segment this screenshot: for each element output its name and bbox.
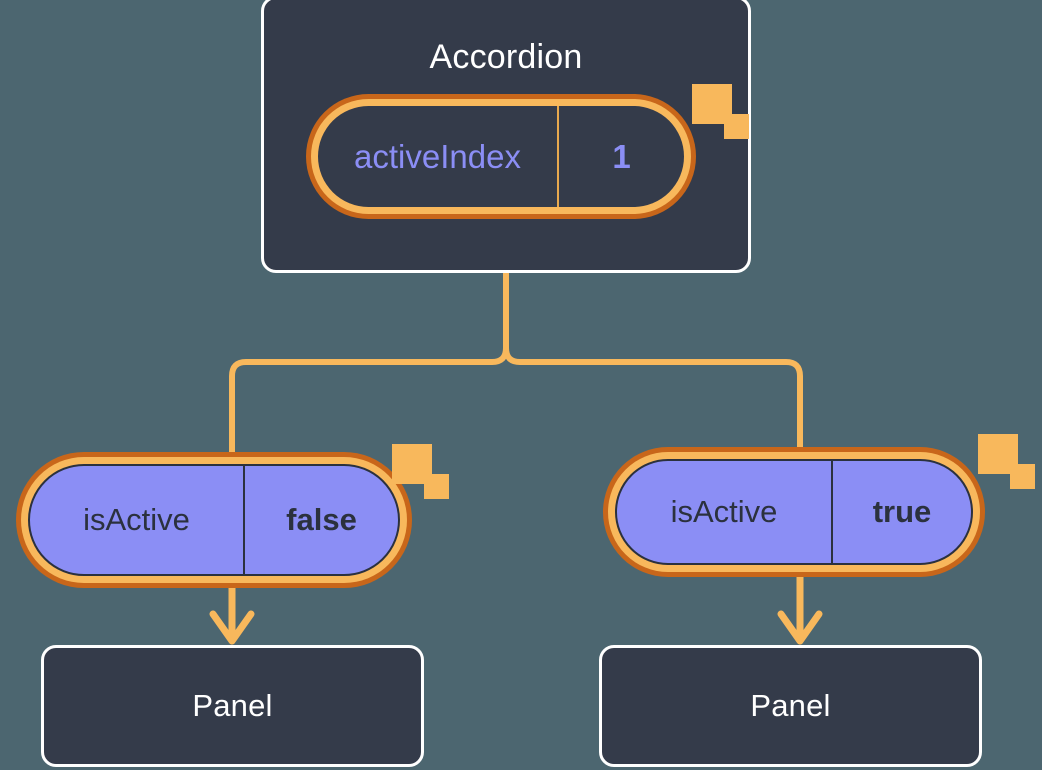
- sparkle-star-small: [1010, 464, 1035, 489]
- arrow-down-icon-left: [209, 610, 255, 645]
- panel-card-title: Panel: [192, 688, 273, 723]
- accordion-card-title: Accordion: [429, 38, 583, 76]
- connector-root-to-right: [503, 269, 803, 450]
- arrow-down-icon-right: [777, 610, 823, 645]
- sparkles-icon-right: [978, 434, 1042, 506]
- state-pill-inner-ring: activeIndex 1: [311, 99, 691, 214]
- state-value-label: true: [831, 461, 971, 563]
- state-pill-inner-ring: isActive true: [608, 452, 980, 572]
- state-value-label: 1: [557, 106, 684, 207]
- state-key-label: isActive: [670, 494, 778, 529]
- state-pill-body: activeIndex 1: [318, 106, 684, 207]
- panel-card-left[interactable]: Panel: [41, 645, 424, 767]
- panel-card-right[interactable]: Panel: [599, 645, 982, 767]
- state-pill-isactive-left[interactable]: isActive false: [16, 452, 412, 588]
- state-pill-body: isActive true: [615, 459, 973, 565]
- state-pill-isactive-right[interactable]: isActive true: [603, 447, 985, 577]
- state-key-label: isActive: [83, 502, 190, 537]
- sparkle-star-small: [424, 474, 449, 499]
- state-pill-inner-ring: isActive false: [21, 457, 407, 583]
- panel-card-title: Panel: [750, 688, 831, 723]
- state-pill-body: isActive false: [28, 464, 400, 576]
- state-value-label: false: [243, 466, 398, 574]
- connector-root-to-left: [229, 269, 509, 455]
- state-key-label: activeIndex: [354, 137, 521, 175]
- sparkle-star-large: [978, 434, 1018, 474]
- state-pill-activeindex[interactable]: activeIndex 1: [306, 94, 696, 219]
